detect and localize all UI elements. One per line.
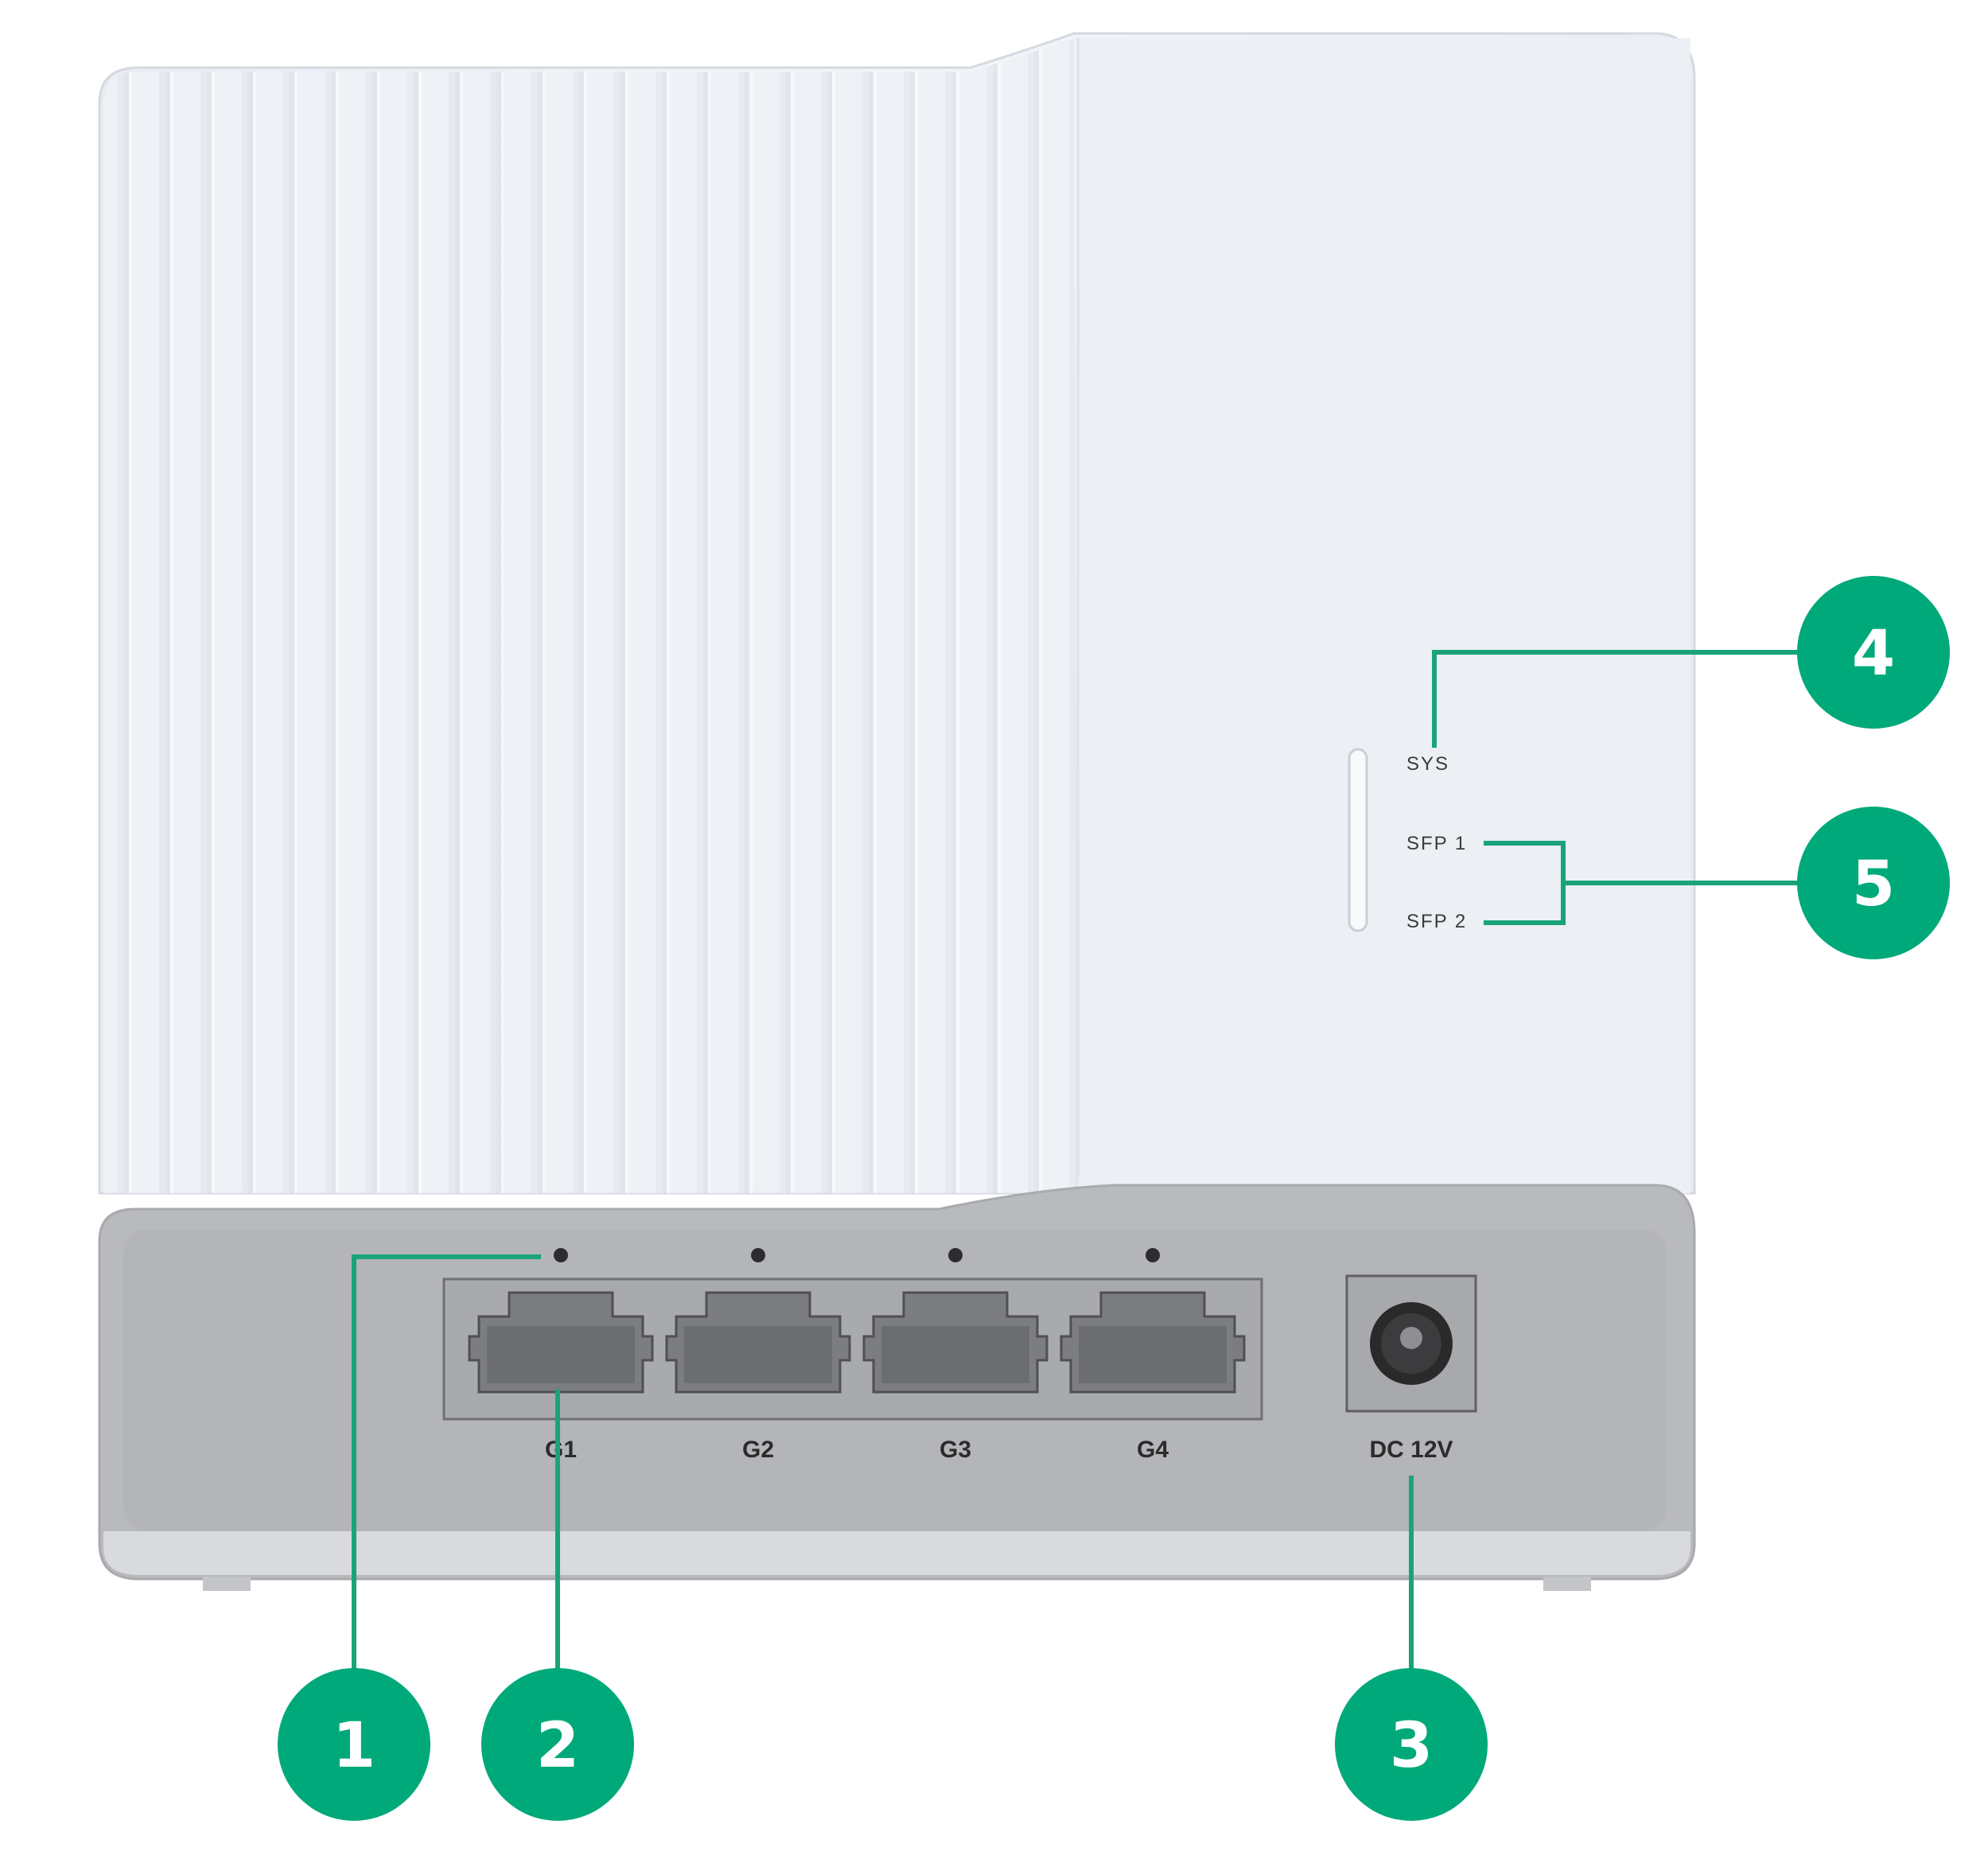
device-body <box>98 32 1696 1195</box>
callout-1: 1 <box>278 1668 430 1821</box>
ethernet-port-g2[interactable] <box>665 1291 851 1394</box>
svg-text:3: 3 <box>1390 1710 1433 1782</box>
ethernet-ports: G1 G2 G3 G4 <box>468 1248 1246 1463</box>
sys-led-label: SYS <box>1406 753 1449 775</box>
ethernet-port-g1[interactable] <box>468 1291 654 1394</box>
leader-lines <box>352 650 1810 1670</box>
power-label: DC 12V <box>1369 1437 1453 1463</box>
callout-2: 2 <box>481 1668 634 1821</box>
port-led-g4 <box>1146 1248 1160 1262</box>
callout-3: 3 <box>1335 1668 1488 1821</box>
sfp2-led-label: SFP 2 <box>1406 911 1467 932</box>
port-led-g2 <box>751 1248 765 1262</box>
port-label-g4: G4 <box>1137 1437 1169 1463</box>
callout-5: 5 <box>1797 807 1950 959</box>
sfp1-led-label: SFP 1 <box>1406 833 1467 854</box>
ethernet-port-g4[interactable] <box>1060 1291 1246 1394</box>
port-label-g2: G2 <box>742 1437 774 1463</box>
port-label-g3: G3 <box>940 1437 971 1463</box>
led-light-pipe <box>1348 748 1368 932</box>
ethernet-port-g3[interactable] <box>862 1291 1048 1394</box>
svg-text:1: 1 <box>333 1710 375 1782</box>
svg-text:4: 4 <box>1852 618 1895 690</box>
power-jack[interactable] <box>1345 1274 1477 1413</box>
port-label-g1: G1 <box>545 1437 577 1463</box>
svg-text:2: 2 <box>536 1710 579 1782</box>
port-led-g1 <box>554 1248 568 1262</box>
port-led-g3 <box>948 1248 963 1262</box>
callout-4: 4 <box>1797 576 1950 729</box>
svg-text:5: 5 <box>1852 849 1895 920</box>
